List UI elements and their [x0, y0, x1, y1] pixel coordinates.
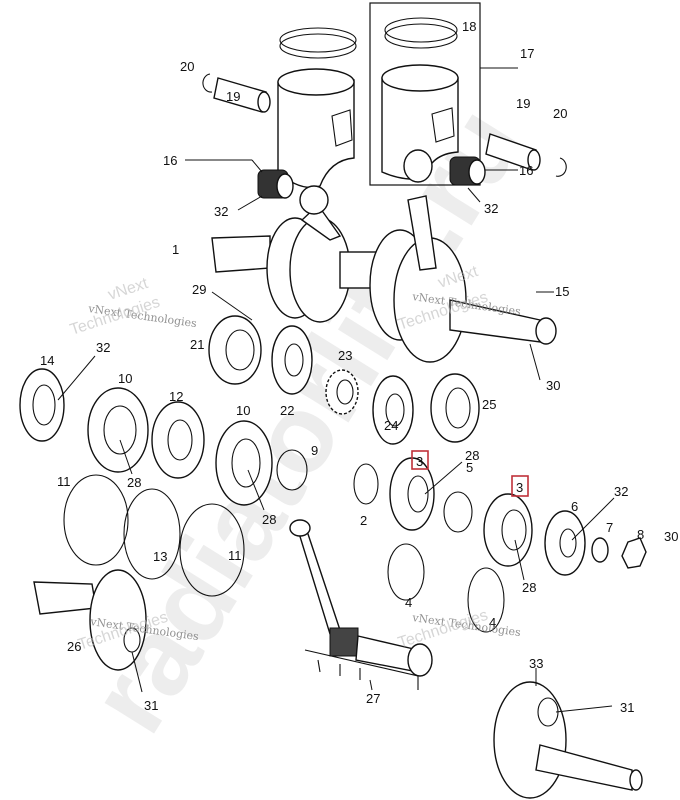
seal-6[interactable] [544, 510, 586, 576]
callout-28[interactable]: 28 [465, 448, 479, 463]
o-ring-11-left[interactable] [63, 474, 129, 566]
callout-17[interactable]: 17 [520, 46, 534, 61]
callout-16[interactable]: 16 [519, 163, 533, 178]
callout-32[interactable]: 32 [214, 204, 228, 219]
circlip-left[interactable] [202, 73, 213, 93]
seal-24[interactable] [372, 375, 414, 445]
callout-15[interactable]: 15 [555, 284, 569, 299]
callout-2[interactable]: 2 [360, 513, 367, 528]
seal-22[interactable] [271, 325, 313, 395]
o-ring-13[interactable] [123, 488, 181, 580]
callout-4[interactable]: 4 [405, 595, 412, 610]
callout-10[interactable]: 10 [236, 403, 250, 418]
nut-8[interactable] [621, 537, 647, 569]
needle-bearing-right[interactable] [449, 156, 486, 186]
callout-11[interactable]: 11 [228, 548, 242, 563]
callout-20[interactable]: 20 [180, 59, 194, 74]
o-ring-4-right[interactable] [467, 567, 505, 633]
callout-13[interactable]: 13 [153, 549, 167, 564]
callout-7[interactable]: 7 [606, 520, 613, 535]
piston-kit-box [369, 2, 481, 186]
callout-14[interactable]: 14 [40, 353, 54, 368]
callout-6[interactable]: 6 [571, 499, 578, 514]
bearing-12[interactable] [151, 401, 205, 479]
callout-21[interactable]: 21 [190, 337, 204, 352]
shim-5[interactable] [443, 491, 473, 533]
callout-4[interactable]: 4 [489, 615, 496, 630]
callout-3[interactable]: 3 [516, 480, 523, 495]
callout-5[interactable]: 5 [466, 460, 473, 475]
callout-1[interactable]: 1 [172, 242, 179, 257]
piston-pin-right[interactable] [485, 133, 541, 171]
connecting-rod-27[interactable] [289, 519, 433, 690]
callout-26[interactable]: 26 [67, 639, 81, 654]
piston-ring-left[interactable] [279, 27, 357, 59]
callout-31[interactable]: 31 [620, 700, 634, 715]
callout-10[interactable]: 10 [118, 371, 132, 386]
callout-30[interactable]: 30 [546, 378, 560, 393]
callout-24[interactable]: 24 [384, 418, 398, 433]
piston-right[interactable] [381, 64, 459, 180]
bearing-21[interactable] [208, 315, 262, 385]
callout-31[interactable]: 31 [144, 698, 158, 713]
crankshaft-assembly[interactable] [211, 149, 557, 363]
callout-32[interactable]: 32 [96, 340, 110, 355]
highlight-box-3-right [511, 475, 529, 497]
crank-half-26[interactable] [33, 569, 147, 671]
callout-18[interactable]: 18 [462, 19, 476, 34]
callout-12[interactable]: 12 [169, 389, 183, 404]
callout-20[interactable]: 20 [553, 106, 567, 121]
callout-32[interactable]: 32 [484, 201, 498, 216]
callout-22[interactable]: 22 [280, 403, 294, 418]
callout-25[interactable]: 25 [482, 397, 496, 412]
callout-8[interactable]: 8 [637, 527, 644, 542]
callout-9[interactable]: 9 [311, 443, 318, 458]
callout-11[interactable]: 11 [57, 474, 71, 489]
callout-30[interactable]: 30 [664, 529, 678, 544]
highlight-box-3-left [411, 450, 429, 470]
callout-32[interactable]: 32 [614, 484, 628, 499]
bearing-25[interactable] [430, 373, 480, 443]
piston-pin-left[interactable] [213, 77, 271, 113]
oil-seal-14[interactable] [19, 368, 65, 442]
piston-left[interactable] [277, 68, 355, 189]
callout-28[interactable]: 28 [522, 580, 536, 595]
o-ring-4-left[interactable] [387, 543, 425, 601]
shim-2[interactable] [353, 463, 379, 505]
callout-3[interactable]: 3 [416, 454, 423, 469]
callout-19[interactable]: 19 [226, 89, 240, 104]
callout-33[interactable]: 33 [529, 656, 543, 671]
callout-16[interactable]: 16 [163, 153, 177, 168]
circlip-right[interactable] [555, 157, 567, 177]
bearing-10-mid[interactable] [215, 420, 273, 506]
o-ring-11-mid[interactable] [179, 503, 245, 597]
callout-29[interactable]: 29 [192, 282, 206, 297]
callout-23[interactable]: 23 [338, 348, 352, 363]
callout-28[interactable]: 28 [127, 475, 141, 490]
gear-23[interactable] [325, 369, 359, 415]
shim-9[interactable] [276, 449, 308, 491]
bearing-3-right[interactable] [483, 493, 533, 567]
needle-bearing-left[interactable] [257, 169, 294, 199]
washer-7[interactable] [591, 537, 609, 563]
crank-half-33[interactable] [493, 681, 643, 799]
callout-19[interactable]: 19 [516, 96, 530, 111]
bearing-10-left[interactable] [87, 387, 149, 473]
piston-ring-right[interactable] [384, 17, 458, 49]
callout-27[interactable]: 27 [366, 691, 380, 706]
callout-28[interactable]: 28 [262, 512, 276, 527]
